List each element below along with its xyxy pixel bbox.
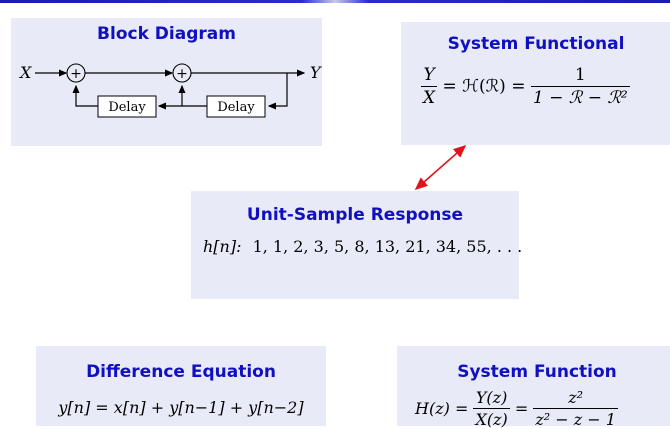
difference-equation-text: y[n] = x[n] + y[n−1] + y[n−2] bbox=[58, 398, 304, 417]
difference-equation-box: Difference Equation y[n] = x[n] + y[n−1]… bbox=[36, 346, 326, 426]
feedback-to-adder-1 bbox=[72, 84, 98, 107]
unit-sample-sequence: 1, 1, 2, 3, 5, 8, 13, 21, 34, 55, . . . bbox=[252, 237, 523, 256]
block-diagram-figure: X + + Y Delay Delay bbox=[18, 63, 322, 118]
adder-1-symbol: + bbox=[70, 66, 82, 82]
h-of-z-label: H(z) = bbox=[415, 399, 469, 418]
unit-sample-response-title: Unit-Sample Response bbox=[246, 205, 464, 225]
system-functional-title: System Functional bbox=[447, 34, 625, 54]
adder-2-symbol: + bbox=[176, 66, 188, 82]
functional-middle: = ℋ(ℛ) = bbox=[442, 76, 526, 97]
unit-sample-sequence-line: h[n]: 1, 1, 2, 3, 5, 8, 13, 21, 34, 55, … bbox=[203, 237, 522, 256]
input-label-x: X bbox=[18, 63, 32, 82]
delay-label-2: Delay bbox=[217, 100, 255, 115]
system-function-equals: = bbox=[514, 399, 529, 418]
yz-over-xz-fraction: Y(z)X(z) bbox=[473, 388, 510, 429]
system-function-title: System Function bbox=[457, 362, 617, 382]
top-rule bbox=[0, 0, 670, 3]
unit-sample-response-box: Unit-Sample Response h[n]: 1, 1, 2, 3, 5… bbox=[191, 191, 522, 299]
block-diagram-box: Block Diagram X + + Y Delay Delay bbox=[11, 18, 322, 146]
difference-equation-title: Difference Equation bbox=[86, 362, 276, 382]
h-of-n-label: h[n]: bbox=[203, 237, 242, 256]
feedback-wire-right bbox=[267, 73, 288, 110]
block-diagram-title: Block Diagram bbox=[97, 24, 236, 44]
delay-label-1: Delay bbox=[108, 100, 146, 115]
output-label-y: Y bbox=[310, 63, 322, 82]
